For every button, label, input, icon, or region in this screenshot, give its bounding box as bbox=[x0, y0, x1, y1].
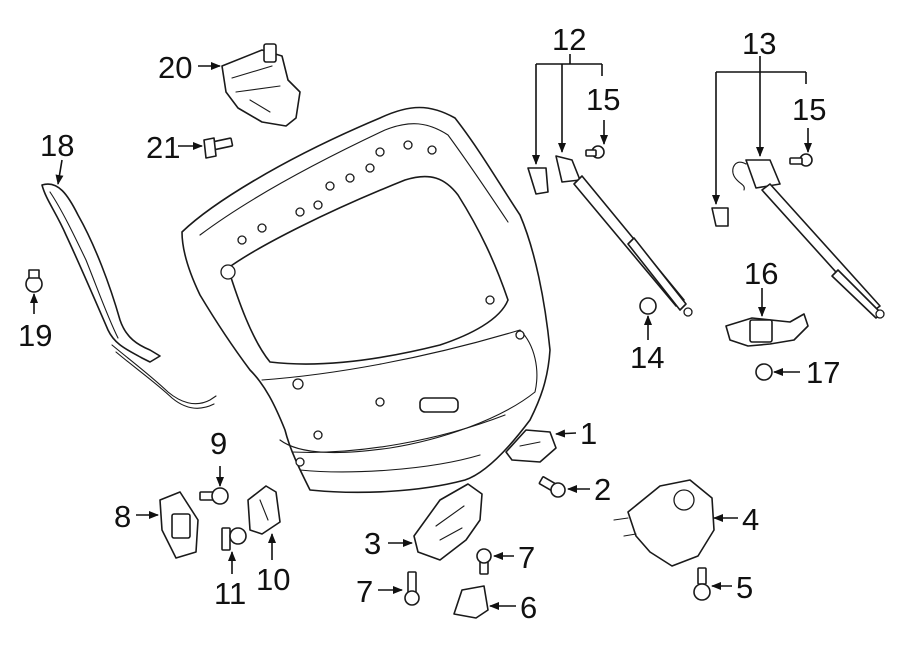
callout-9: 9 bbox=[210, 426, 227, 461]
callout-10: 10 bbox=[256, 562, 290, 597]
callout-7b: 7 bbox=[356, 574, 373, 609]
part-21-bolt bbox=[203, 137, 234, 159]
callout-15b: 15 bbox=[792, 92, 826, 127]
callout-4: 4 bbox=[742, 502, 759, 537]
callout-1: 1 bbox=[580, 416, 597, 451]
part-12-lift-support bbox=[527, 155, 693, 317]
part-15-bolt-left bbox=[585, 145, 605, 159]
part-6-striker bbox=[453, 585, 489, 619]
part-7-bolt-b bbox=[404, 571, 420, 606]
part-18-weatherstrip bbox=[41, 183, 217, 409]
part-8-hinge bbox=[159, 491, 199, 559]
part-20-bracket bbox=[221, 43, 301, 127]
part-15-bolt-right bbox=[789, 153, 813, 167]
part-4-latch-actuator bbox=[613, 479, 715, 567]
callout-14: 14 bbox=[630, 340, 664, 375]
callout-12: 12 bbox=[552, 22, 586, 57]
part-5-bolt bbox=[693, 567, 711, 601]
part-16-sensor-bracket bbox=[725, 313, 809, 347]
part-11-bolt bbox=[221, 527, 247, 551]
part-10-hinge-plate bbox=[247, 485, 281, 535]
callout-6: 6 bbox=[520, 590, 537, 625]
part-7-bolt-a bbox=[476, 548, 492, 575]
callout-5: 5 bbox=[736, 570, 753, 605]
callout-2: 2 bbox=[594, 472, 611, 507]
callout-20: 20 bbox=[158, 50, 192, 85]
callout-labels: 1 2 3 4 5 6 7 7 8 9 10 11 12 13 14 15 15… bbox=[18, 22, 840, 625]
callout-11: 11 bbox=[214, 576, 246, 611]
part-19-clip bbox=[25, 269, 43, 293]
callout-18: 18 bbox=[40, 128, 74, 163]
callout-7a: 7 bbox=[518, 540, 535, 575]
callout-21: 21 bbox=[146, 130, 180, 165]
leader-lines bbox=[30, 54, 812, 610]
callout-13: 13 bbox=[742, 26, 776, 61]
callout-3: 3 bbox=[364, 526, 381, 561]
part-14-bumper bbox=[639, 297, 657, 315]
part-1-handle-switch bbox=[505, 429, 557, 463]
part-2-bolt bbox=[538, 476, 566, 498]
callout-16: 16 bbox=[744, 256, 778, 291]
liftgate-panel bbox=[181, 106, 551, 494]
part-13-power-strut bbox=[711, 159, 885, 319]
callout-19: 19 bbox=[18, 318, 52, 353]
part-17-nut bbox=[755, 363, 773, 381]
callout-17: 17 bbox=[806, 355, 840, 390]
callout-15a: 15 bbox=[586, 82, 620, 117]
part-3-latch bbox=[413, 483, 483, 561]
part-9-bolt bbox=[199, 487, 229, 505]
callout-8: 8 bbox=[114, 499, 131, 534]
